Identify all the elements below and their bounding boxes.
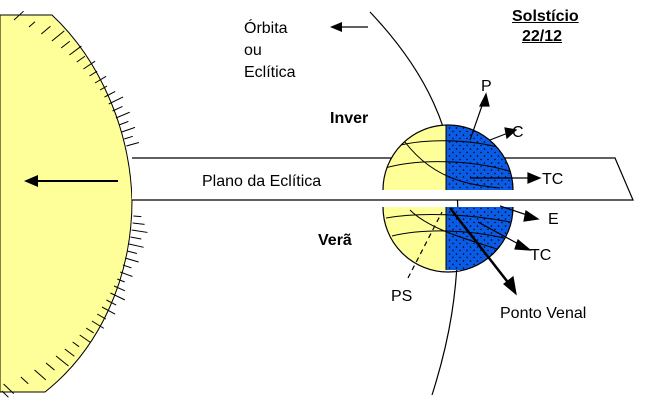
sun-ray [72, 341, 80, 348]
sun-ray [101, 306, 116, 315]
sun-ray [55, 355, 69, 367]
sun-ray [128, 243, 144, 248]
sun-ray [96, 313, 107, 320]
arrow-to-sun [24, 175, 118, 187]
sun-ray [108, 96, 124, 105]
sun-ray [79, 334, 91, 343]
sun [0, 10, 148, 398]
sun-ray [130, 236, 142, 240]
sun-ray [132, 222, 145, 225]
sun-ray [1, 390, 9, 398]
orbit-arrow [330, 22, 368, 32]
tc-upper-label: TC [542, 171, 564, 188]
sun-ray [69, 45, 82, 56]
sun-ray [104, 90, 116, 98]
sun-ray [94, 75, 107, 84]
sun-ray [28, 21, 36, 28]
sun-ray [121, 126, 136, 133]
pole-label: P [481, 78, 492, 95]
sun-ray [124, 135, 133, 140]
sun-ray [34, 369, 47, 381]
pointer-arrows [449, 92, 542, 296]
ecliptic-plane-label: Plano da Eclítica [202, 173, 322, 190]
earth-axis-dashed [407, 211, 443, 279]
sun-ray [126, 142, 140, 147]
title-date: 22/12 [522, 28, 563, 45]
sun-ray [131, 229, 148, 233]
sun-ray [120, 271, 133, 277]
title-solstice: Solstício [512, 8, 579, 25]
sun-ray [112, 105, 123, 112]
sun-ray [83, 60, 96, 70]
sun-ray [115, 111, 130, 119]
sun-ray [99, 85, 108, 91]
vernal-point-label: Ponto Venal [500, 305, 587, 322]
sun-ray [113, 285, 126, 292]
sun-ray [89, 70, 98, 77]
sun-ray [85, 327, 94, 334]
sun-ray [76, 55, 86, 63]
sun-ray [91, 320, 105, 329]
earth-upper-half [383, 125, 513, 190]
sun-ray [122, 264, 132, 269]
sun-ray [20, 376, 29, 385]
orbit-curve [369, 11, 459, 396]
sun-ray [125, 257, 139, 263]
c-label: C [512, 124, 524, 141]
orbit-label-line1: Órbita [244, 20, 288, 37]
orbit-label-line2: ou [244, 42, 262, 59]
sun-ray [133, 215, 142, 218]
equator-label: E [548, 211, 559, 228]
sun-ray [60, 40, 71, 49]
sun-ray [40, 25, 51, 35]
orbit-label-line3: Eclítica [244, 64, 296, 81]
sun-body [0, 14, 133, 393]
sun-ray [127, 250, 138, 255]
sun-ray [110, 292, 126, 301]
sun-ray [3, 383, 15, 394]
sun-ray [118, 120, 129, 126]
sun-ray [51, 30, 65, 42]
south-pole-label: PS [391, 288, 413, 305]
winter-label: Inver [330, 110, 369, 127]
sun-rays [1, 10, 148, 398]
sun-ray [64, 348, 75, 357]
sun-ray [106, 299, 117, 306]
sun-ray [117, 278, 125, 283]
summer-label: Verã [318, 232, 352, 249]
tc-lower-label: TC [530, 247, 552, 264]
sun-ray [13, 10, 24, 21]
earth-lower-half [383, 207, 513, 270]
sun-ray [45, 362, 55, 371]
